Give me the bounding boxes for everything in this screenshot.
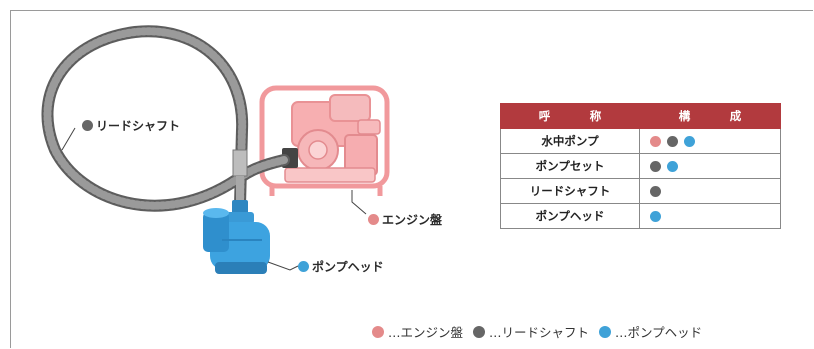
engine-leader [351,190,367,215]
shaft-dot-icon [82,120,93,131]
legend-label: …エンジン盤 [388,325,464,340]
row-parts [639,203,781,229]
header-parts: 構 成 [639,103,781,129]
table-row: 水中ポンプ [500,128,781,154]
shaft-illustration [41,25,290,212]
callout-shaft: リードシャフト [82,117,180,134]
shaft-dot-icon [667,136,678,147]
shaft-leader [61,127,76,151]
legend-item: …エンジン盤 [372,322,463,341]
table-row: ポンプヘッド [500,203,781,229]
shaft-dot-icon [650,186,661,197]
diagram-frame [10,10,813,348]
pump-dot-icon [684,136,695,147]
row-name: リードシャフト [500,178,640,204]
pump-leader [267,261,299,271]
legend: …エンジン盤 …リードシャフト …ポンプヘッド [372,322,712,341]
row-parts [639,178,781,204]
engine-dot-icon [368,214,379,225]
callout-engine-label: エンジン盤 [382,213,443,227]
table-header-row: 呼 称 構 成 [500,103,781,129]
engine-dot-icon [650,136,661,147]
composition-table: 呼 称 構 成 水中ポンプポンプセットリードシャフトポンプヘッド [500,103,781,229]
callout-engine: エンジン盤 [368,211,442,228]
legend-label: …リードシャフト [489,325,590,340]
header-name: 呼 称 [500,103,640,129]
legend-label: …ポンプヘッド [615,325,703,340]
pump-dot-icon [667,161,678,172]
pump-dot-icon [599,325,612,338]
pump-dot-icon [298,261,309,272]
row-parts [639,128,781,154]
legend-item: …ポンプヘッド [599,322,702,341]
pump-dot-icon [650,211,661,222]
callout-pump-label: ポンプヘッド [312,260,384,274]
engine-dot-icon [372,325,384,338]
shaft-dot-icon [473,325,486,338]
legend-item: …リードシャフト [473,322,589,341]
engine-illustration [259,85,390,196]
callout-pump: ポンプヘッド [298,258,384,275]
pump-illustration [203,200,270,274]
row-name: 水中ポンプ [500,128,640,154]
row-name: ポンプセット [500,153,640,179]
row-parts [639,153,781,179]
callout-shaft-label: リードシャフト [96,119,181,133]
shaft-dot-icon [650,161,661,172]
table-row: リードシャフト [500,178,781,204]
table-row: ポンプセット [500,153,781,179]
table-body: 水中ポンプポンプセットリードシャフトポンプヘッド [500,128,781,229]
row-name: ポンプヘッド [500,203,640,229]
